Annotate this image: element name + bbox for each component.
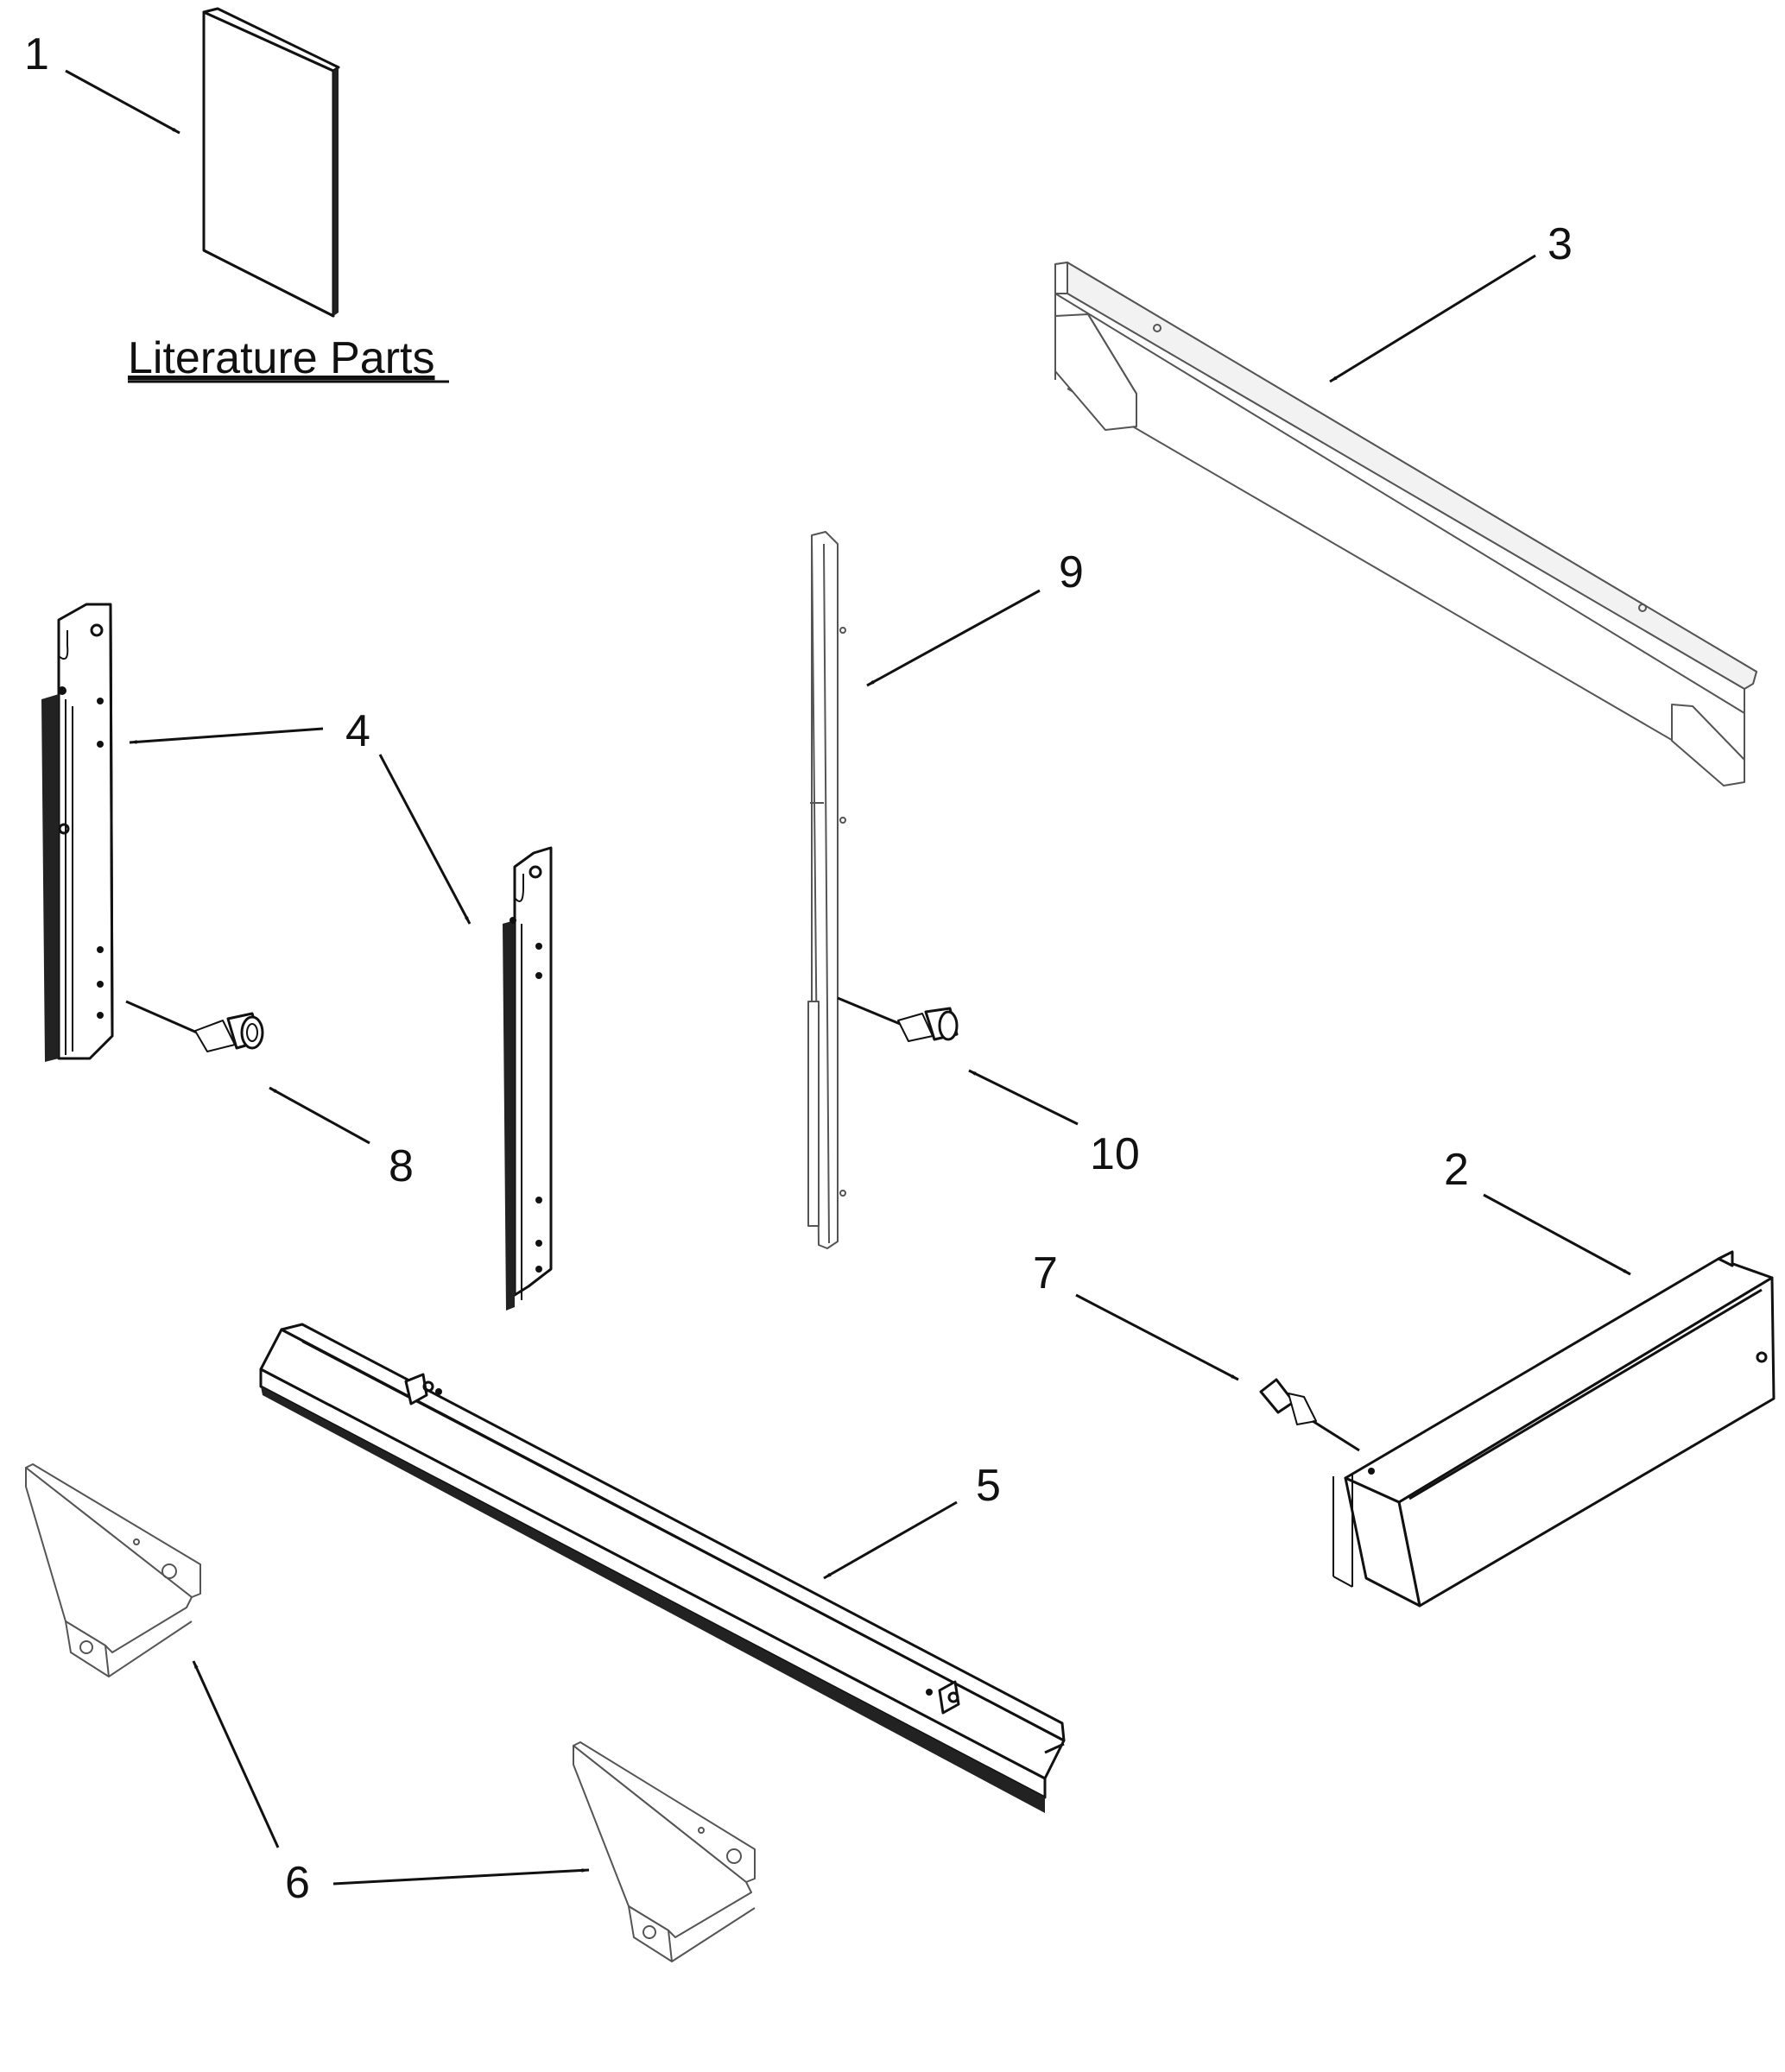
callout-10: 10 (1090, 1129, 1140, 1179)
side-rail-left (41, 603, 114, 1062)
leader-9 (866, 589, 1041, 687)
leader-6b (332, 1868, 590, 1886)
callout-3: 3 (1548, 219, 1573, 269)
leader-5 (823, 1500, 958, 1580)
callout-1: 1 (24, 29, 49, 79)
side-rail-center (503, 846, 553, 1311)
callout-2: 2 (1444, 1145, 1469, 1195)
callout-7: 7 (1033, 1248, 1058, 1298)
callout-4: 4 (345, 706, 370, 756)
leader-2 (1483, 1193, 1631, 1276)
junction-box (1332, 1250, 1776, 1608)
leader-8 (269, 1086, 370, 1145)
screw-7 (1259, 1378, 1360, 1452)
callout-5: 5 (976, 1461, 1001, 1511)
literature-parts-heading: Literature Parts (128, 333, 435, 383)
literature-manual (202, 7, 340, 318)
leader-4b (378, 754, 472, 925)
vertical-trim (807, 531, 846, 1249)
leader-lines (65, 69, 1631, 1886)
callout-8: 8 (389, 1141, 414, 1191)
front-channel (259, 1323, 1066, 1813)
callout-6: 6 (285, 1858, 310, 1908)
leader-6a (192, 1660, 280, 1848)
screw-8 (125, 1000, 264, 1052)
leader-1 (65, 69, 180, 135)
leader-3 (1329, 254, 1536, 383)
leader-4a (129, 727, 324, 744)
bracket-right (573, 1741, 756, 1962)
bracket-left (25, 1463, 201, 1677)
callout-9: 9 (1059, 547, 1084, 597)
leader-10 (968, 1069, 1079, 1126)
screw-10 (837, 996, 959, 1042)
rear-channel (1054, 262, 1757, 786)
leader-7 (1075, 1293, 1239, 1381)
